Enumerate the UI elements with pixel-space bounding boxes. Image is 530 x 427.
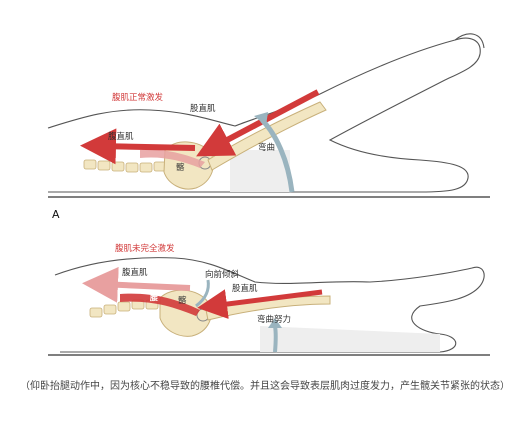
flexion-arrowhead-a bbox=[254, 112, 268, 126]
shade-b bbox=[260, 326, 440, 352]
shade-a bbox=[230, 150, 290, 192]
psoas-muscle-b bbox=[120, 293, 200, 316]
flexion-effort-arrowhead-b bbox=[268, 318, 282, 328]
label-rectus-femoris-b: 股直肌 bbox=[232, 283, 258, 294]
psoas-muscle-a bbox=[140, 149, 205, 168]
label-rectus-abdominis-a: 腹直肌 bbox=[108, 131, 134, 142]
foot-a bbox=[454, 33, 485, 49]
panel-a-title: 腹肌正常激发 bbox=[112, 92, 164, 103]
label-flexion-a: 弯曲 bbox=[258, 142, 275, 153]
rectus-abdominis-arrow-a bbox=[80, 128, 196, 165]
spine-a bbox=[83, 159, 167, 173]
label-psoas-a: 髂 bbox=[176, 162, 185, 173]
label-rectus-femoris-a: 股直肌 bbox=[190, 103, 216, 114]
rectus-abdominis-arrow-b bbox=[82, 266, 191, 303]
label-rectus-abdominis-b: 腹直肌 bbox=[122, 267, 148, 278]
flexion-effort-arrow-b bbox=[273, 325, 278, 353]
femur-a bbox=[207, 101, 327, 171]
label-iliacus-b: 髂 bbox=[178, 295, 187, 306]
spine-b bbox=[89, 299, 159, 318]
tilt-arrow-b bbox=[195, 279, 210, 308]
panel-a-letter: A bbox=[52, 208, 60, 221]
label-psoas-top-b: 腰 bbox=[149, 292, 158, 302]
rectus-femoris-arrow-b bbox=[197, 289, 323, 319]
panel-b-title: 腹肌未完全激发 bbox=[115, 243, 175, 254]
body-outline-a bbox=[47, 37, 481, 193]
figure-caption: （仰卧抬腿动作中，因为核心不稳导致的腰椎代偿。并且这会导致表层肌肉过度发力，产生… bbox=[20, 381, 510, 392]
illustration: 腹肌正常激发 股直肌 腹直肌 弯曲 髂 A bbox=[47, 33, 490, 356]
panel-b: 腹肌未完全激发 腹直肌 向前倾斜 腰 髂 股直肌 弯曲努力 bbox=[48, 243, 490, 356]
panel-a: 腹肌正常激发 股直肌 腹直肌 弯曲 髂 A bbox=[47, 33, 490, 221]
label-anterior-tilt-b: 向前倾斜 bbox=[205, 269, 240, 280]
label-flexion-effort-b: 弯曲努力 bbox=[257, 314, 291, 325]
body-outline-b bbox=[54, 257, 485, 353]
